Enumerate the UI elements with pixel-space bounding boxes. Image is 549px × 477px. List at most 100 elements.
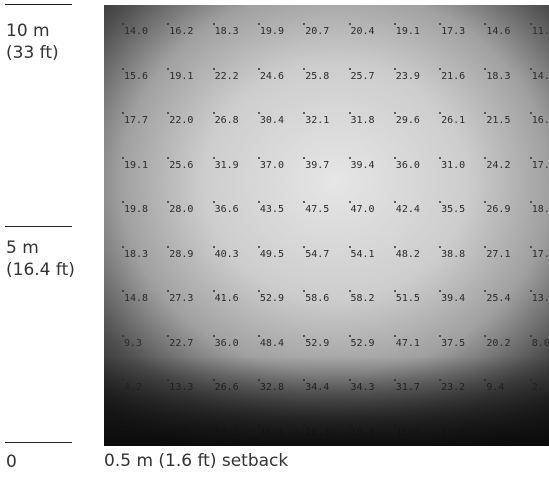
grid-value: 18.3 bbox=[212, 23, 239, 37]
grid-value: 16.3 bbox=[303, 423, 330, 438]
grid-value: 24.2 bbox=[484, 156, 511, 171]
grid-value: 49.5 bbox=[257, 245, 284, 260]
scale-tick-middle bbox=[5, 226, 72, 227]
grid-value: 9.3 bbox=[121, 334, 143, 349]
grid-value: 20.4 bbox=[348, 23, 375, 37]
grid-value: 43.5 bbox=[257, 201, 284, 215]
grid-value: 23.9 bbox=[393, 67, 420, 82]
grid-value: 52.9 bbox=[303, 334, 330, 349]
grid-value: 16.1 bbox=[257, 423, 284, 438]
grid-value: 58.2 bbox=[348, 290, 375, 304]
grid-value: 26.1 bbox=[439, 112, 466, 126]
grid-value: 14.0 bbox=[121, 23, 149, 37]
grid-value: 19.1 bbox=[121, 156, 149, 171]
grid-value: 13.3 bbox=[167, 379, 194, 393]
grid-value: 25.4 bbox=[484, 290, 511, 304]
grid-value: 17.3 bbox=[439, 23, 466, 37]
grid-value: 16.3 bbox=[348, 423, 375, 438]
grid-value: 5.5 bbox=[167, 423, 188, 438]
grid-value: 47.5 bbox=[303, 201, 330, 215]
grid-value: 4.2 bbox=[121, 379, 143, 393]
grid-value: 18.3 bbox=[484, 67, 511, 82]
grid-value: 31.7 bbox=[393, 379, 420, 393]
grid-value: 18.3 bbox=[121, 245, 149, 260]
grid-value: 5.8 bbox=[121, 423, 143, 438]
grid-value: 31.9 bbox=[212, 156, 239, 171]
grid-value: 17.7 bbox=[121, 112, 149, 126]
grid-value: 24.6 bbox=[257, 67, 284, 82]
grid-value: 19.1 bbox=[393, 23, 420, 37]
grid-value: 40.3 bbox=[212, 245, 239, 260]
grid-value: 21.5 bbox=[484, 112, 511, 126]
illuminance-photo: 14.0 16.2 18.3 19.9 20.7 20.4 19.1 17.3 14.6 11. 1… bbox=[104, 5, 549, 446]
grid-value: 39.4 bbox=[348, 156, 375, 171]
grid-value: 36.0 bbox=[212, 334, 239, 349]
grid-value: 35.5 bbox=[439, 201, 466, 215]
grid-value: 19.1 bbox=[167, 67, 194, 82]
grid-value: 37.0 bbox=[257, 156, 284, 171]
grid-value: 26.8 bbox=[212, 112, 239, 126]
scale-tick-bottom bbox=[5, 442, 72, 443]
grid-value: 27.3 bbox=[167, 290, 194, 304]
grid-value: 20.7 bbox=[303, 23, 330, 37]
scale-tick-top bbox=[5, 4, 72, 5]
grid-value: 11. bbox=[529, 23, 549, 37]
grid-value: 15.6 bbox=[121, 67, 149, 82]
grid-value: 26.9 bbox=[484, 201, 511, 215]
grid-value: 14.6 bbox=[484, 23, 511, 37]
grid-value: 42.4 bbox=[393, 201, 420, 215]
grid-value: 27.1 bbox=[484, 245, 511, 260]
grid-value: 16. bbox=[529, 112, 549, 126]
grid-value: 48.2 bbox=[393, 245, 420, 260]
grid-value: 58.6 bbox=[303, 290, 330, 304]
grid-value: 14.8 bbox=[121, 290, 149, 304]
scale-label-10m-feet: (33 ft) bbox=[6, 43, 59, 63]
grid-value: 34.3 bbox=[348, 379, 375, 393]
grid-value: 22.2 bbox=[212, 67, 239, 82]
grid-value: 19.8 bbox=[121, 201, 149, 215]
grid-value: 13. bbox=[529, 290, 549, 304]
grid-value: 16.2 bbox=[167, 23, 194, 37]
grid-value: 14.2 bbox=[212, 423, 239, 438]
grid-value: 17. bbox=[529, 156, 549, 171]
grid-value: 52.9 bbox=[348, 334, 375, 349]
grid-value: 41.6 bbox=[212, 290, 239, 304]
grid-value: 32.8 bbox=[257, 379, 284, 393]
grid-value: 25.7 bbox=[348, 67, 375, 82]
scale-label-zero: 0 bbox=[6, 452, 17, 472]
grid-value: 32.1 bbox=[303, 112, 330, 126]
scale-label-5m-feet: (16.4 ft) bbox=[6, 260, 75, 280]
grid-value: 2. bbox=[529, 379, 544, 393]
grid-value: 14. bbox=[529, 67, 549, 82]
grid-value: 31.8 bbox=[348, 112, 375, 126]
grid-value: 29.6 bbox=[393, 112, 420, 126]
scale-label-5m: 5 m (16.4 ft) bbox=[6, 237, 75, 281]
grid-value: 25.6 bbox=[167, 156, 194, 171]
grid-value: 28.9 bbox=[167, 245, 194, 260]
grid-value: 48.4 bbox=[257, 334, 284, 349]
grid-value: 30.4 bbox=[257, 112, 284, 126]
grid-value: 9.4 bbox=[484, 379, 505, 393]
grid-value: 0. bbox=[529, 423, 544, 438]
grid-value: 39.4 bbox=[439, 290, 466, 304]
grid-value: 36.6 bbox=[212, 201, 239, 215]
grid-value: 37.5 bbox=[439, 334, 466, 349]
grid-value: 23.2 bbox=[439, 379, 466, 393]
grid-value: 22.7 bbox=[167, 334, 194, 349]
scale-label-10m-meters: 10 m bbox=[6, 21, 50, 41]
grid-value: 47.1 bbox=[393, 334, 420, 349]
scale-label-10m: 10 m (33 ft) bbox=[6, 20, 59, 64]
grid-value: 36.0 bbox=[393, 156, 420, 171]
grid-value: 31.0 bbox=[439, 156, 466, 171]
grid-value: 17. bbox=[529, 245, 549, 260]
grid-value: 39.7 bbox=[303, 156, 330, 171]
grid-value: 19.9 bbox=[257, 23, 284, 37]
setback-label: 0.5 m (1.6 ft) setback bbox=[104, 451, 289, 471]
grid-value: 15.7 bbox=[393, 423, 420, 438]
grid-value: 54.7 bbox=[303, 245, 330, 260]
grid-value: 25.8 bbox=[303, 67, 330, 82]
grid-value: 38.8 bbox=[439, 245, 466, 260]
grid-value: 18. bbox=[529, 201, 549, 215]
grid-value: 22.0 bbox=[167, 112, 194, 126]
grid-value: 20.2 bbox=[484, 334, 511, 349]
